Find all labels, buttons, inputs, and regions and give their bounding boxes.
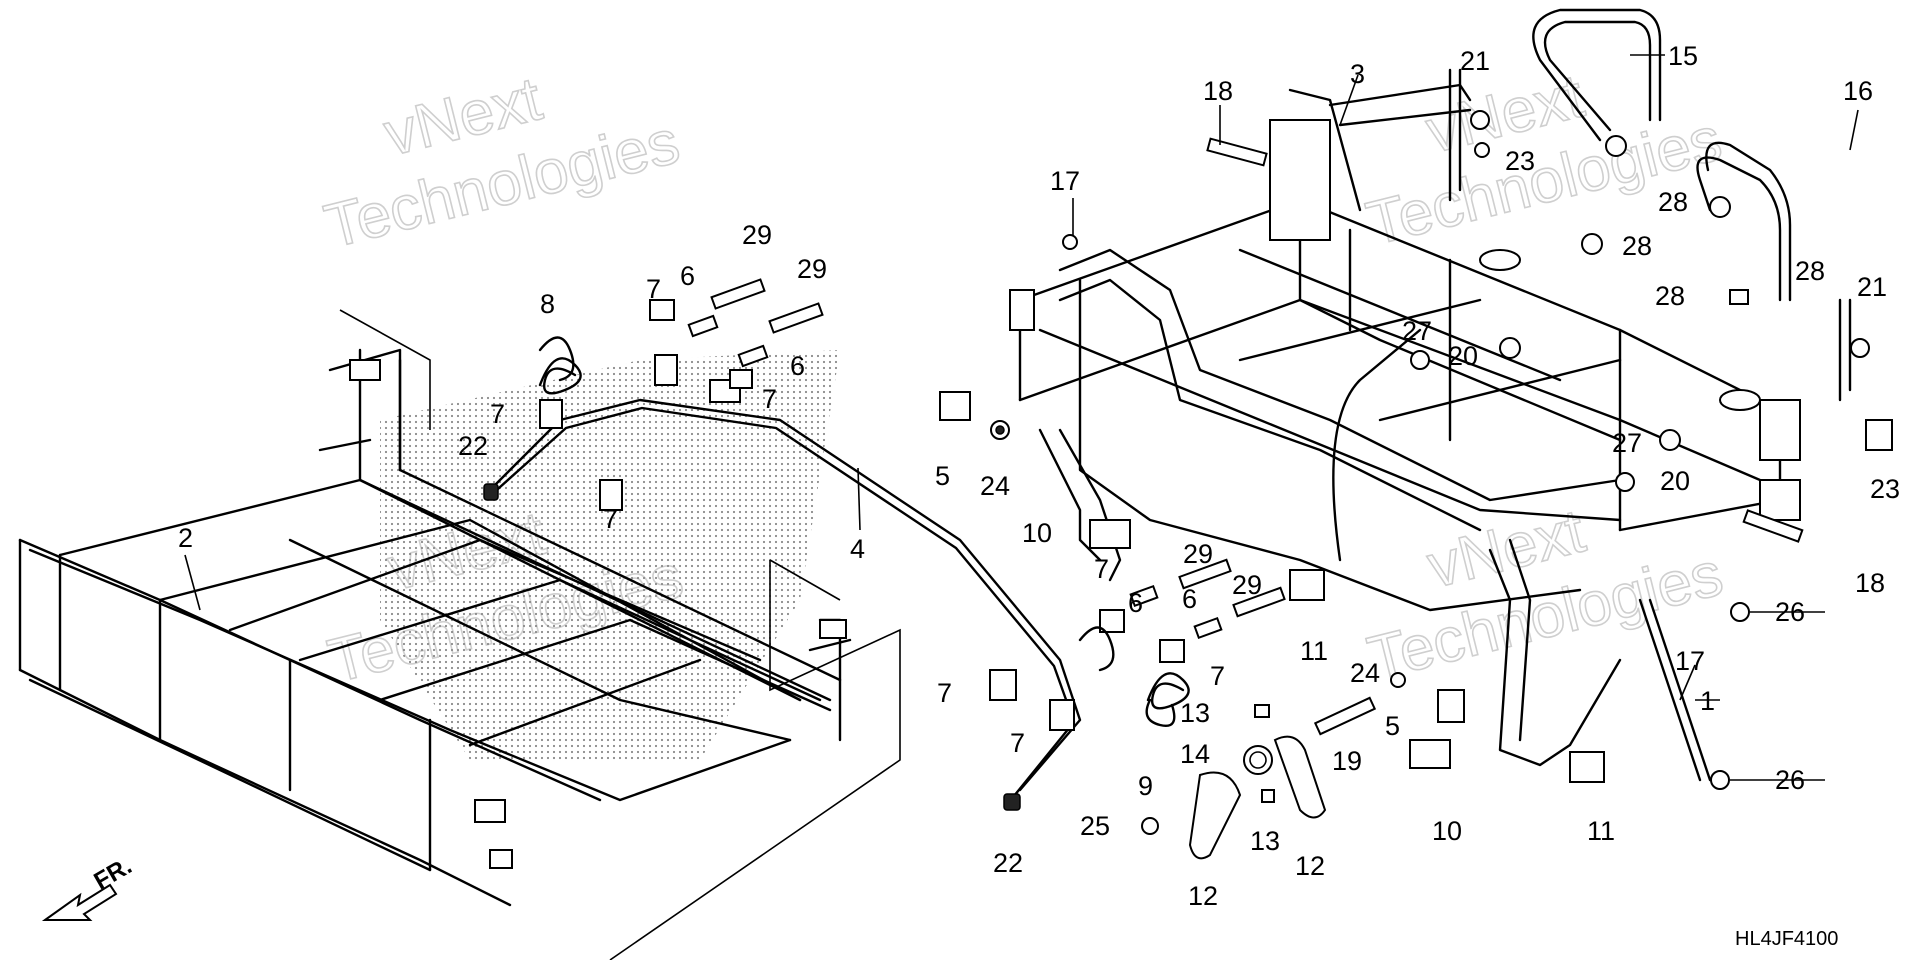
leader-lines [184, 54, 1859, 781]
callout-10: 10 [1432, 816, 1462, 846]
handle-16-inner [1705, 141, 1792, 302]
callout-11: 11 [1300, 636, 1328, 666]
callout-25: 25 [1080, 811, 1110, 841]
callout-27: 27 [1402, 316, 1432, 346]
callout-29: 29 [1232, 570, 1262, 600]
callout-29: 29 [1183, 539, 1213, 569]
callout-17: 17 [1050, 166, 1080, 196]
callout-23: 23 [1505, 146, 1535, 176]
front-arrow-icon: FR. [41, 852, 137, 921]
shaded-panel [380, 350, 840, 760]
callout-3: 3 [1350, 59, 1365, 89]
callout-16: 16 [1843, 76, 1873, 106]
fasteners [939, 110, 1893, 835]
callout-5: 5 [935, 461, 950, 491]
watermark: vNext Technologies [1361, 496, 1730, 695]
clamp-group-lower [989, 558, 1286, 811]
callout-26: 26 [1775, 765, 1805, 795]
callout-28: 28 [1795, 256, 1825, 286]
callout-21: 21 [1857, 272, 1887, 302]
callout-19: 19 [1332, 746, 1362, 776]
spring-14-coil [1249, 751, 1267, 769]
callout-7: 7 [646, 274, 661, 304]
callout-18: 18 [1855, 568, 1885, 598]
diagram-code: HL4JF4100 [1735, 928, 1838, 950]
callout-4: 4 [850, 534, 865, 564]
callout-20: 20 [1660, 466, 1690, 496]
callout-7: 7 [937, 678, 952, 708]
callout-20: 20 [1448, 341, 1478, 371]
callout-12: 12 [1188, 881, 1218, 911]
callout-8: 8 [540, 289, 555, 319]
callout-26: 26 [1775, 597, 1805, 627]
callout-5: 5 [1385, 711, 1400, 741]
frame-2 [18, 348, 852, 907]
callout-17: 17 [1675, 646, 1705, 676]
callout-15: 15 [1668, 41, 1698, 71]
callout-7: 7 [1010, 728, 1025, 758]
callouts: 2 8 7 22 7 6 29 29 6 7 7 4 5 24 17 18 3 … [178, 41, 1900, 911]
callout-7: 7 [762, 384, 777, 414]
callout-6: 6 [1182, 584, 1197, 614]
callout-24: 24 [980, 471, 1010, 501]
frame-1 [1009, 68, 1852, 782]
callout-7: 7 [490, 399, 505, 429]
callout-13: 13 [1250, 826, 1280, 856]
callout-24: 24 [1350, 658, 1380, 688]
callout-28: 28 [1655, 281, 1685, 311]
callout-7: 7 [1094, 554, 1109, 584]
callout-9: 9 [1138, 771, 1153, 801]
callout-2: 2 [178, 523, 193, 553]
callout-6: 6 [790, 351, 805, 381]
callout-6: 6 [1128, 588, 1143, 618]
callout-7: 7 [603, 504, 618, 534]
callout-28: 28 [1658, 187, 1688, 217]
callout-28: 28 [1622, 231, 1652, 261]
handle-15 [1532, 8, 1662, 142]
callout-27: 27 [1612, 428, 1642, 458]
callout-14: 14 [1180, 739, 1210, 769]
group-outline [769, 559, 841, 601]
group-outline [339, 309, 431, 430]
callout-23: 23 [1870, 474, 1900, 504]
callout-21: 21 [1460, 46, 1490, 76]
callout-18: 18 [1203, 76, 1233, 106]
handle-15-inner [1543, 20, 1652, 132]
callout-22: 22 [993, 848, 1023, 878]
callout-6: 6 [680, 261, 695, 291]
spring-9 [1146, 672, 1190, 710]
callout-11: 11 [1587, 816, 1615, 846]
callout-7: 7 [1210, 661, 1225, 691]
callout-29: 29 [742, 220, 772, 250]
spring-8 [538, 357, 582, 395]
callout-22: 22 [458, 431, 488, 461]
handle-16 [1696, 156, 1782, 302]
callout-29: 29 [797, 254, 827, 284]
side-handle [1332, 328, 1422, 562]
callout-10: 10 [1022, 518, 1052, 548]
front-label: FR. [90, 852, 137, 895]
callout-1: 1 [1700, 686, 1715, 716]
callout-12: 12 [1295, 851, 1325, 881]
callout-13: 13 [1180, 698, 1210, 728]
bracket-12 [1188, 696, 1377, 860]
watermark: vNext Technologies [317, 64, 686, 263]
clamp-group-upper [483, 278, 824, 511]
spring-14 [1243, 745, 1273, 775]
